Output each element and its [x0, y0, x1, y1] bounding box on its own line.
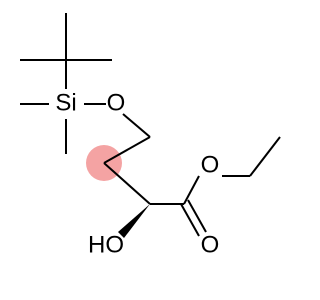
- atom-label-hydroxyl: HO: [88, 231, 124, 258]
- bond-wedge-oh: [118, 204, 150, 238]
- molecule-structure-drawing: Si O O O HO: [20, 13, 281, 258]
- bond-carbonyl-o-ester: [183, 175, 200, 205]
- bond-ethyl-ch2-ch3: [249, 136, 281, 177]
- bond-carbonyl-double-b: [187, 199, 207, 233]
- atom-label-o-ester: O: [201, 151, 220, 178]
- bond-o-ch2: [122, 113, 151, 138]
- atom-label-o-carbonyl: O: [201, 231, 220, 258]
- bond-ch2-chiral: [103, 162, 151, 205]
- bond-ch2-ch2: [103, 136, 151, 164]
- atom-label-o-ether: O: [107, 89, 126, 116]
- bond-carbonyl-double-a: [180, 203, 200, 237]
- atom-label-si: Si: [55, 89, 76, 116]
